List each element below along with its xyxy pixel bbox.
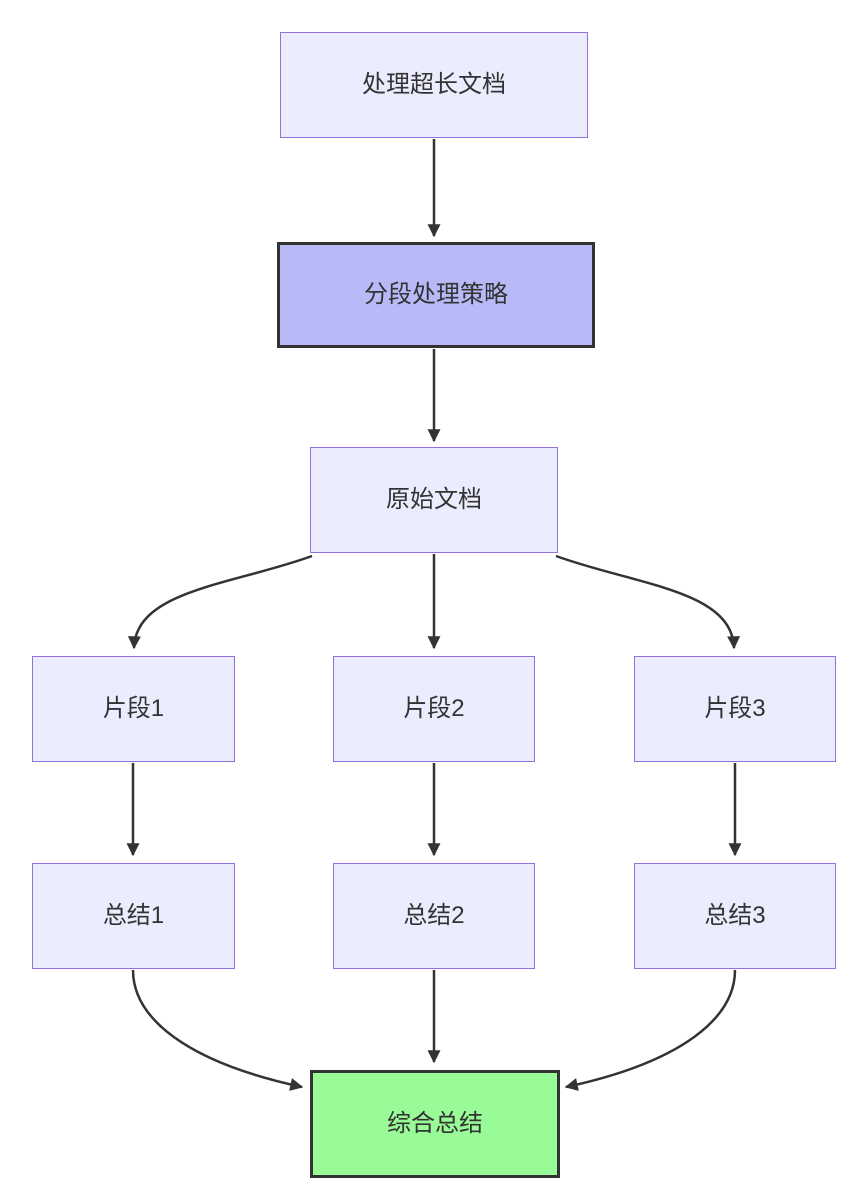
node-label: 片段3: [704, 694, 766, 722]
node-label: 片段2: [403, 694, 465, 722]
node-label: 片段1: [102, 694, 165, 722]
node-label: 分段处理策略: [364, 280, 508, 308]
edge-E3-F: [564, 969, 737, 1091]
node-summary-2: 总结2: [333, 863, 535, 969]
node-label: 总结1: [102, 901, 165, 929]
node-summary-3: 总结3: [634, 863, 836, 969]
edge-C-D1: [127, 554, 313, 650]
node-label: 综合总结: [387, 1109, 483, 1137]
node-label: 总结3: [704, 901, 766, 929]
node-original-document: 原始文档: [310, 447, 558, 553]
node-label: 总结2: [403, 901, 465, 929]
node-segmentation-strategy: 分段处理策略: [277, 242, 595, 348]
node-fragment-2: 片段2: [333, 656, 535, 762]
node-fragment-1: 片段1: [32, 656, 235, 762]
node-summary-1: 总结1: [32, 863, 235, 969]
node-label: 处理超长文档: [362, 70, 506, 98]
node-final-summary: 综合总结: [310, 1070, 560, 1178]
node-label: 原始文档: [386, 485, 482, 513]
node-process-long-document: 处理超长文档: [280, 32, 588, 138]
edge-C-D3: [555, 554, 741, 650]
node-fragment-3: 片段3: [634, 656, 836, 762]
edge-E1-F: [131, 969, 304, 1091]
